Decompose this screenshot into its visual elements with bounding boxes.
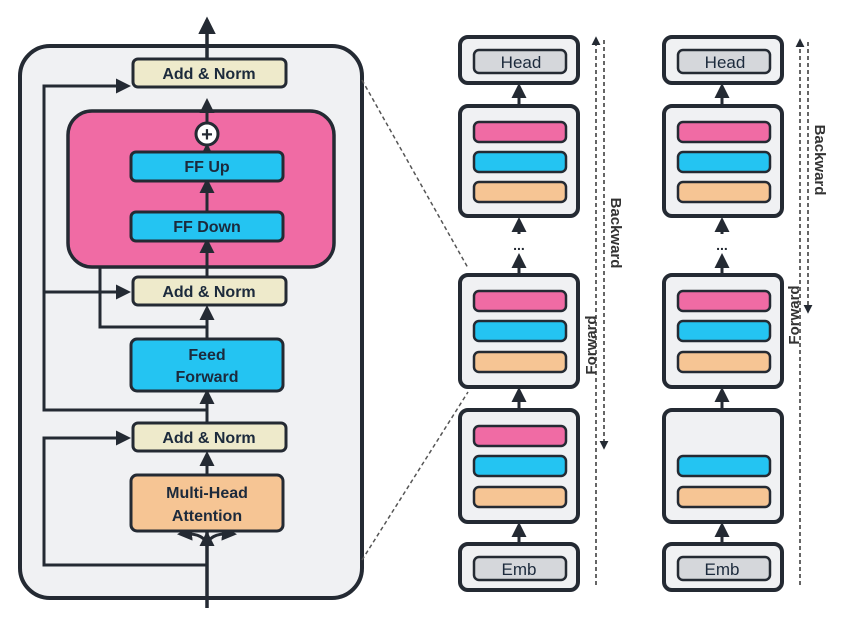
stack-a-layer-bottom-ff bbox=[472, 454, 568, 478]
stack-b: Head ... Emb Forward Backward bbox=[662, 35, 828, 592]
add-norm-mid bbox=[131, 275, 288, 307]
attention-block bbox=[129, 473, 285, 533]
add-norm-top-label: Add & Norm bbox=[162, 66, 255, 83]
stack-a: Head ... Emb Forward Backward bbox=[458, 35, 624, 592]
stack-b-layer-top-ff bbox=[676, 150, 772, 174]
stack-b-emb-inner bbox=[676, 555, 772, 582]
add-norm-mid-label: Add & Norm bbox=[162, 284, 255, 301]
zoom-line-top bbox=[361, 79, 469, 269]
stack-b-emb-label: Emb bbox=[705, 560, 740, 579]
stack-a-backward-label: Backward bbox=[607, 198, 624, 269]
add-norm-top bbox=[131, 57, 288, 89]
stack-b-layer-top-attn bbox=[676, 180, 772, 204]
stack-a-layer-top-attn bbox=[472, 180, 568, 204]
stack-b-forward-label: Forward bbox=[786, 285, 803, 344]
stack-a-emb-inner bbox=[472, 555, 568, 582]
stack-b-layer-bottom-attn bbox=[676, 485, 772, 509]
attention-label-1: Multi-Head bbox=[166, 485, 248, 502]
stack-b-layer-top-adapter bbox=[676, 120, 772, 144]
stack-b-head-label: Head bbox=[705, 53, 746, 72]
add-norm-bottom-label: Add & Norm bbox=[162, 430, 255, 447]
stack-b-ellipsis: ... bbox=[716, 237, 728, 253]
stack-b-layer-mid-ff bbox=[676, 319, 772, 343]
stack-a-emb-label: Emb bbox=[502, 560, 537, 579]
stack-a-layer-bottom-adapter bbox=[472, 424, 568, 448]
stack-b-layer-mid-attn bbox=[676, 350, 772, 374]
stack-a-head-inner bbox=[472, 48, 568, 75]
feed-forward-label-1: Feed bbox=[188, 347, 225, 364]
attention-label-2: Attention bbox=[172, 508, 242, 525]
stack-b-backward-label: Backward bbox=[811, 125, 828, 196]
zoom-line-bottom bbox=[361, 391, 469, 561]
stack-a-layer-mid-attn bbox=[472, 350, 568, 374]
residual-outer bbox=[42, 78, 207, 412]
stack-a-layer-bottom-attn bbox=[472, 485, 568, 509]
stack-b-layer-mid-adapter bbox=[676, 289, 772, 313]
ff-up-label: FF Up bbox=[184, 159, 230, 176]
plus-icon bbox=[194, 121, 220, 147]
stack-a-ellipsis: ... bbox=[513, 237, 525, 253]
stack-a-forward-label: Forward bbox=[583, 315, 600, 374]
stack-a-layer-mid-ff bbox=[472, 319, 568, 343]
residual-attention bbox=[42, 430, 207, 567]
stack-a-layer-mid-adapter bbox=[472, 289, 568, 313]
plus-symbol: + bbox=[201, 124, 213, 146]
stack-a-layer-top-adapter bbox=[472, 120, 568, 144]
stack-b-head-inner bbox=[676, 48, 772, 75]
feed-forward-block bbox=[129, 337, 285, 393]
stack-b-layer-bottom-ff bbox=[676, 454, 772, 478]
feed-forward-label-2: Forward bbox=[175, 369, 238, 386]
layer-detail: Add & Norm + FF Up FF Down Add & Norm Fe… bbox=[18, 16, 364, 608]
stack-a-layer-top-ff bbox=[472, 150, 568, 174]
ff-up-block bbox=[129, 150, 285, 183]
ff-down-label: FF Down bbox=[173, 219, 241, 236]
ff-down-block bbox=[129, 210, 285, 243]
stack-a-head-label: Head bbox=[501, 53, 542, 72]
add-norm-bottom bbox=[131, 421, 288, 453]
